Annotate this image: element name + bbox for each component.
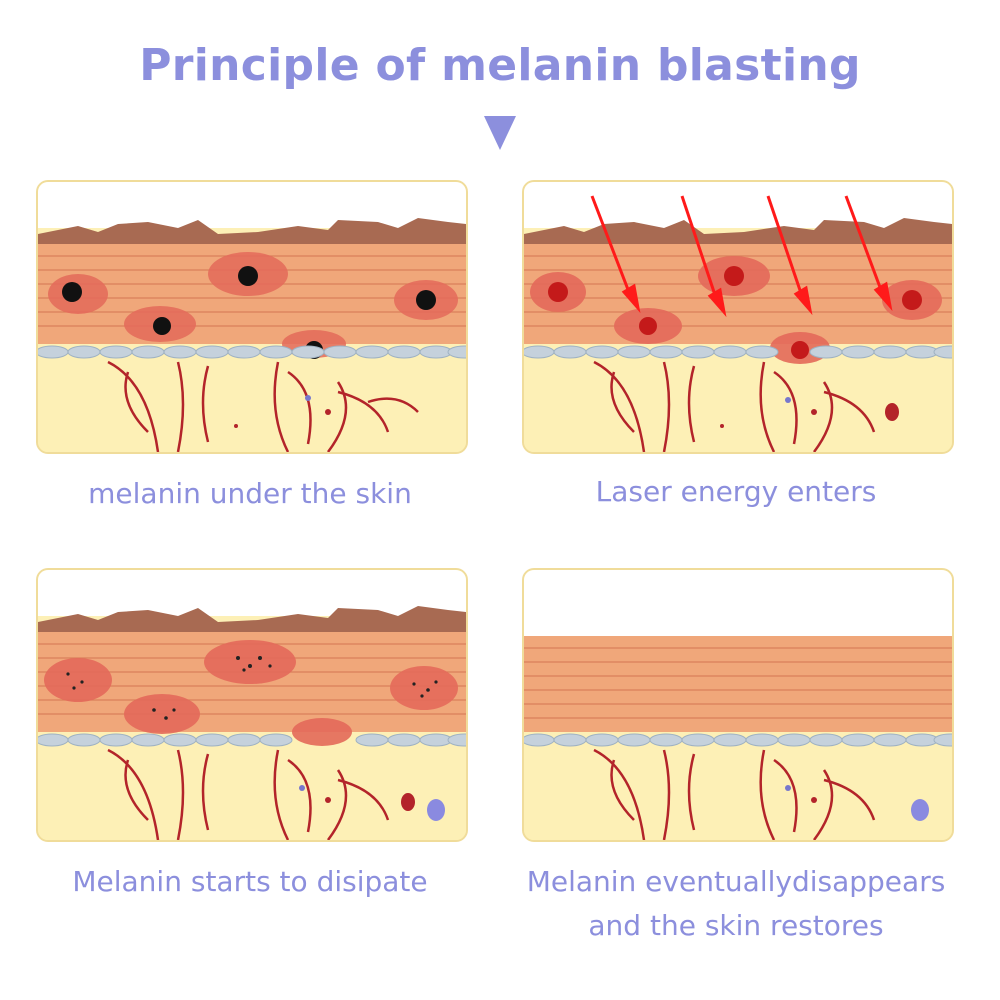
caption-laser-energy-enters: Laser energy enters	[595, 475, 877, 508]
down-arrow-icon	[484, 116, 516, 150]
skin-illustration	[524, 570, 952, 840]
skin-illustration	[524, 182, 952, 452]
caption-melanin-disappears-line1: Melanin eventuallydisappears	[526, 865, 946, 898]
skin-illustration	[38, 570, 466, 840]
panel-skin-restored	[522, 568, 954, 842]
caption-melanin-under-skin: melanin under the skin	[88, 477, 412, 510]
panel-laser-energy-enters	[522, 180, 954, 454]
panel-melanin-dissipating	[36, 568, 468, 842]
page-title: Principle of melanin blasting	[139, 40, 861, 91]
laser-arrows	[590, 195, 893, 318]
skin-illustration	[38, 182, 466, 452]
caption-melanin-starts-dissipate: Melanin starts to disipate	[72, 865, 428, 898]
caption-melanin-disappears-line2: and the skin restores	[588, 909, 884, 942]
panel-melanin-under-skin	[36, 180, 468, 454]
